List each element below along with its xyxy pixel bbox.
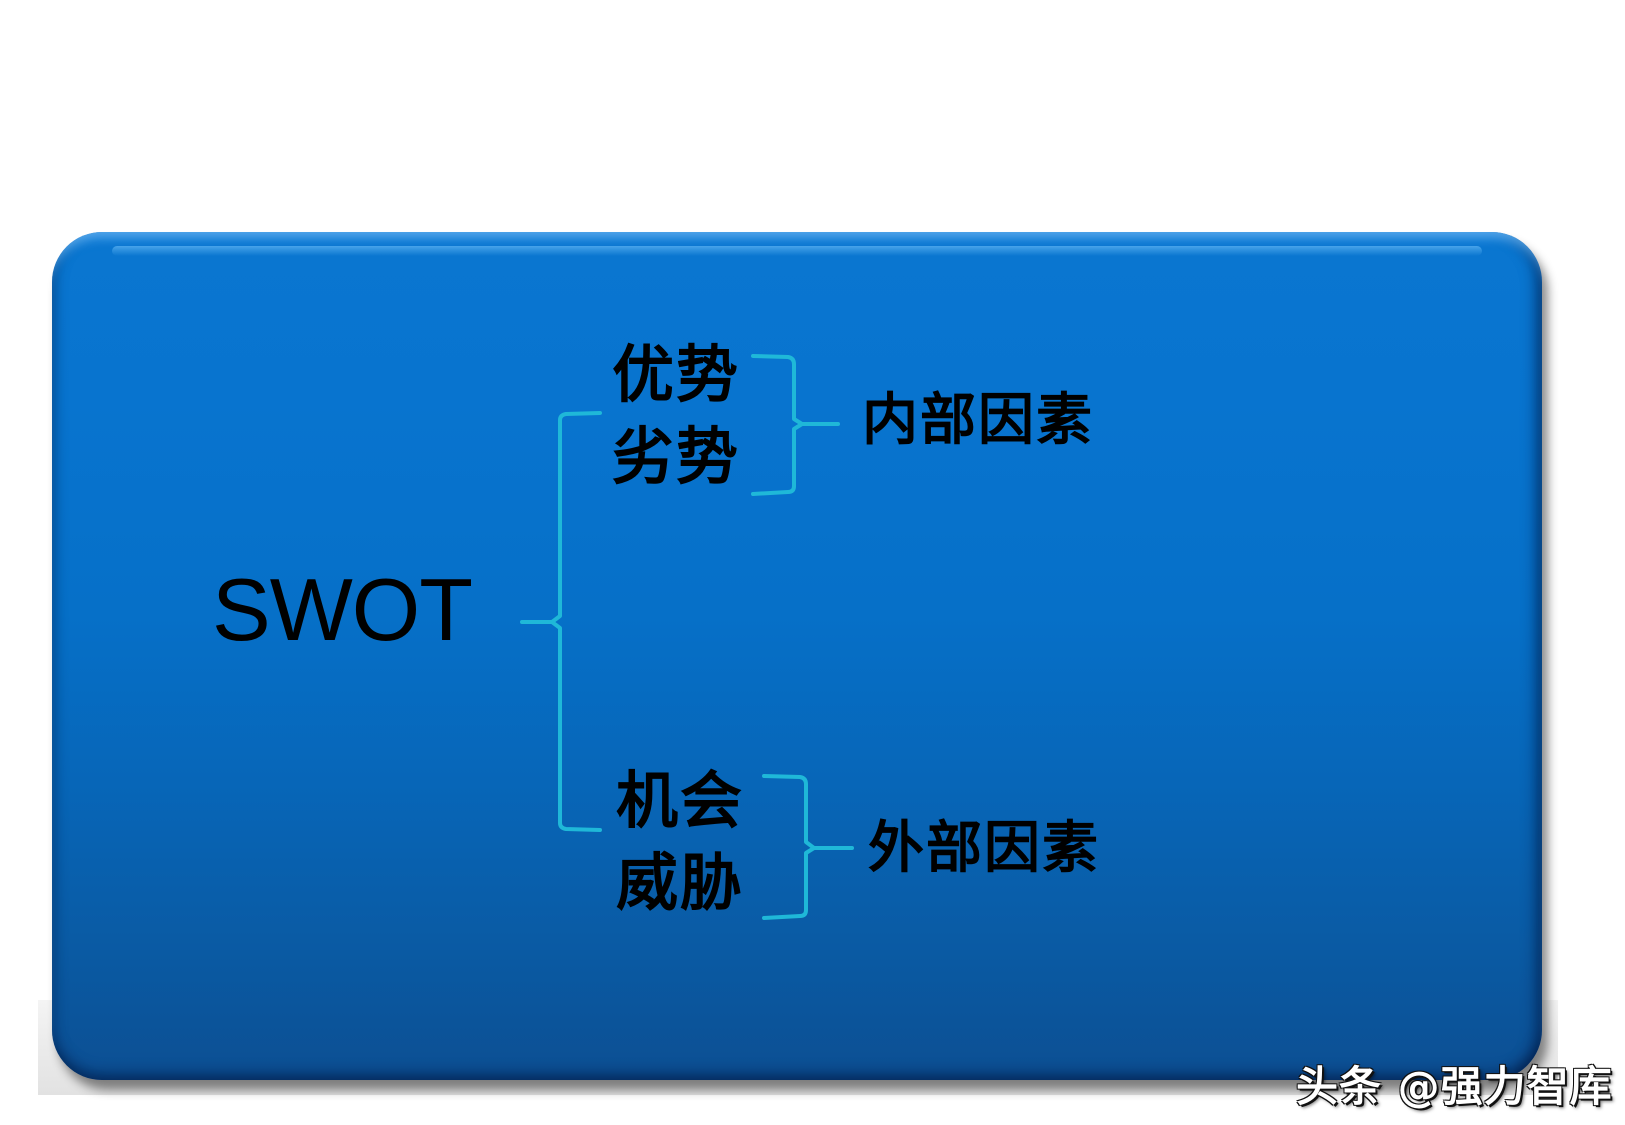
panel-top-highlight xyxy=(112,246,1482,256)
weaknesses-label: 劣势 xyxy=(612,420,741,493)
internal-factors-label: 内部因素 xyxy=(862,387,1094,453)
opportunities-label: 机会 xyxy=(616,764,745,837)
external-factors-label: 外部因素 xyxy=(868,815,1100,881)
swot-root-label: SWOT xyxy=(212,560,473,659)
watermark-text: 头条 @强力智库 xyxy=(1296,1062,1613,1111)
strengths-label: 优势 xyxy=(612,338,741,411)
threats-label: 威胁 xyxy=(616,846,745,919)
